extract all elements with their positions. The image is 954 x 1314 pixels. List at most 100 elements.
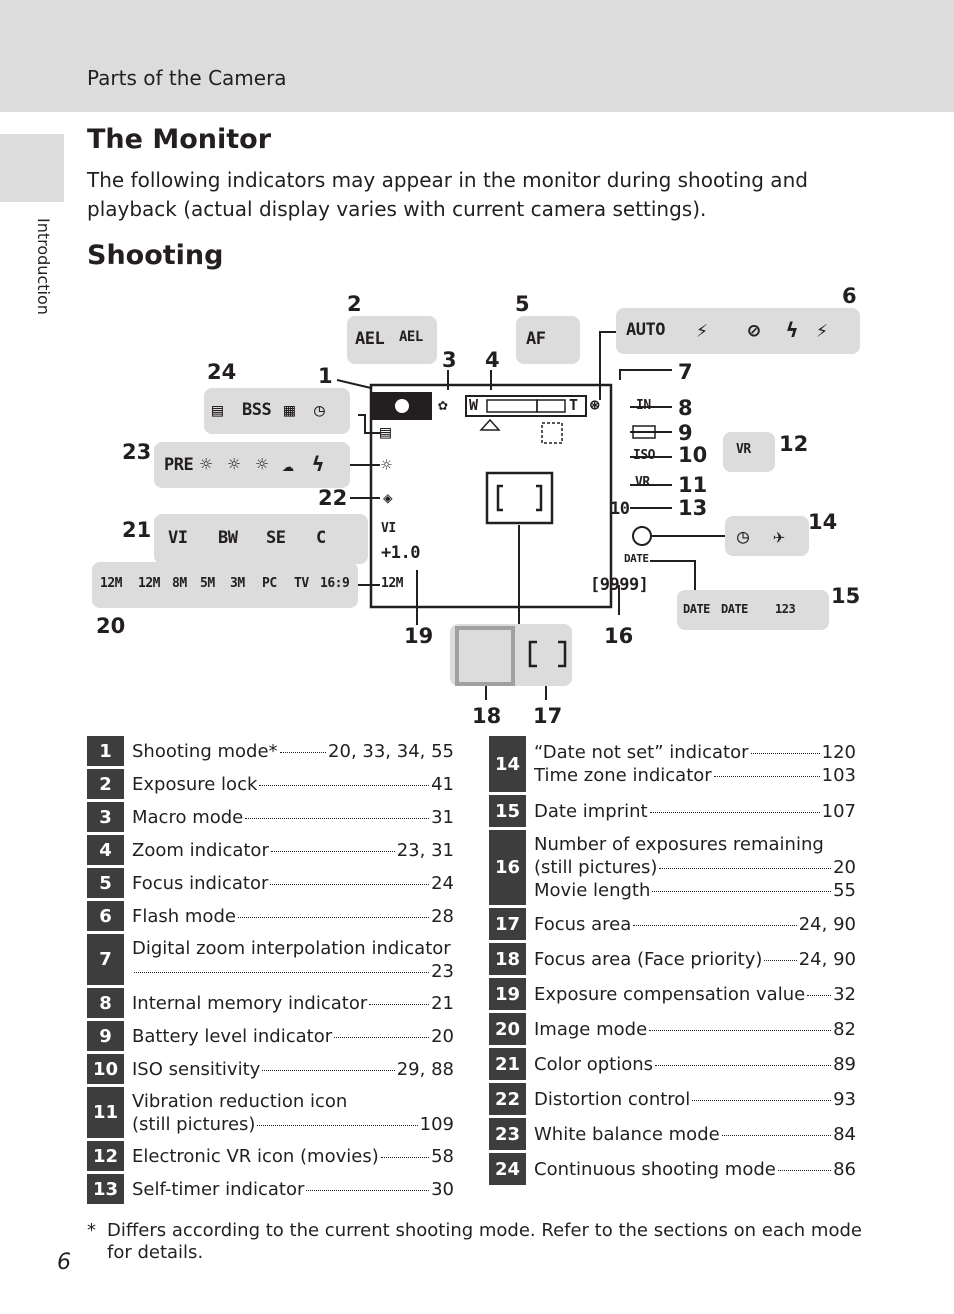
image-mode-12m: 12M [138,576,160,591]
callout-6: 6 [842,284,857,308]
focus-indicator-box: AF [516,316,580,364]
callout-11: 11 [678,473,708,497]
item-description: Color options 89 [526,1048,856,1080]
item-label: Macro mode [132,806,244,828]
item-label: Number of exposures remaining [534,834,824,855]
diagram-lines [336,331,725,700]
date-counter-icon: 123 [775,602,796,616]
item-line: Vibration reduction icon [132,1090,454,1113]
page-reference: 58 [431,1145,454,1167]
item-line: (still pictures)109 [132,1113,454,1136]
image-mode-indicator: 12M [381,576,403,591]
item-label: Internal memory indicator [132,992,368,1014]
af-icon: AF [526,329,546,349]
dot-leader [270,883,430,885]
daylight-icon: ☼ [200,452,212,476]
item-description: Shooting mode*20, 33, 34, 55 [124,736,454,766]
callout-21: 21 [122,518,152,542]
page-reference: 82 [833,1018,856,1040]
page-title: The Monitor [87,124,272,155]
item-number: 16 [489,830,526,905]
macro-icon: ✿ [438,395,448,414]
page-reference: 55 [833,880,856,901]
item-line: Movie length 55 [534,879,856,902]
item-label: Exposure compensation value [534,983,806,1005]
callout-12: 12 [779,432,809,456]
item-label: ISO sensitivity [132,1058,261,1080]
item-label: Self-timer indicator [132,1178,305,1200]
time-zone-icon: ✈ [773,524,785,548]
flash-indicator-icon: ⊛ [590,395,600,414]
item-number: 13 [87,1174,124,1204]
page-reference: 29, 88 [396,1058,454,1080]
item-label: Date imprint [534,800,648,822]
dot-leader [237,916,430,918]
item-label: Movie length [534,880,651,901]
footnote-text: Differs according to the current shootin… [107,1220,862,1263]
callout-10: 10 [678,443,708,467]
page-reference: 109 [419,1113,454,1135]
dot-leader [649,811,820,813]
sepia-icon: SE [266,528,286,548]
item-number: 23 [489,1118,526,1150]
color-indicator-icon: VI [381,521,396,536]
dot-leader [659,868,832,869]
dot-leader [633,924,797,926]
page-reference: 20 [431,1025,454,1047]
callout-20: 20 [96,614,126,638]
time-zone-box: ◷ ✈ [725,516,809,556]
item-line: 23 [132,960,454,983]
section-subtitle: Shooting [87,240,224,271]
bw-icon: BW [218,528,238,548]
item-label: Vibration reduction icon [132,1090,348,1112]
side-tab [0,134,64,202]
dot-leader [270,850,395,852]
dot-leader [306,1189,430,1191]
page-reference: 89 [833,1053,856,1075]
incandescent-icon: ☼ [228,452,240,476]
item-number: 11 [87,1087,124,1138]
item-label: Flash mode [132,905,236,927]
item-number: 24 [489,1153,526,1185]
item-label: Color options [534,1053,654,1075]
callout-5: 5 [515,292,530,316]
date-not-set-icon: ◷ [737,524,749,548]
callout-9: 9 [678,421,693,445]
item-label: Continuous shooting mode [534,1158,776,1180]
dot-leader [262,1069,395,1071]
page-reference: 86 [833,1158,856,1180]
exposure-comp-value: +1.0 [381,543,420,563]
white-balance-box: PRE ☼ ☼ ☼ ☁ ϟ [154,442,350,488]
table-row: 11 Vibration reduction icon(still picture… [87,1087,454,1138]
table-row: 24 Continuous shooting mode 86 [489,1153,856,1185]
dot-leader [721,1134,832,1136]
slow-sync-icon: ⚡ [816,318,828,342]
callout-17: 17 [533,704,563,728]
flash-auto-icon: AUTO [626,320,665,340]
callout-7: 7 [678,360,693,384]
zoom-wide-label: W [469,396,478,414]
dot-leader [807,994,832,996]
item-number: 18 [489,943,526,975]
item-label: Image mode [534,1018,648,1040]
